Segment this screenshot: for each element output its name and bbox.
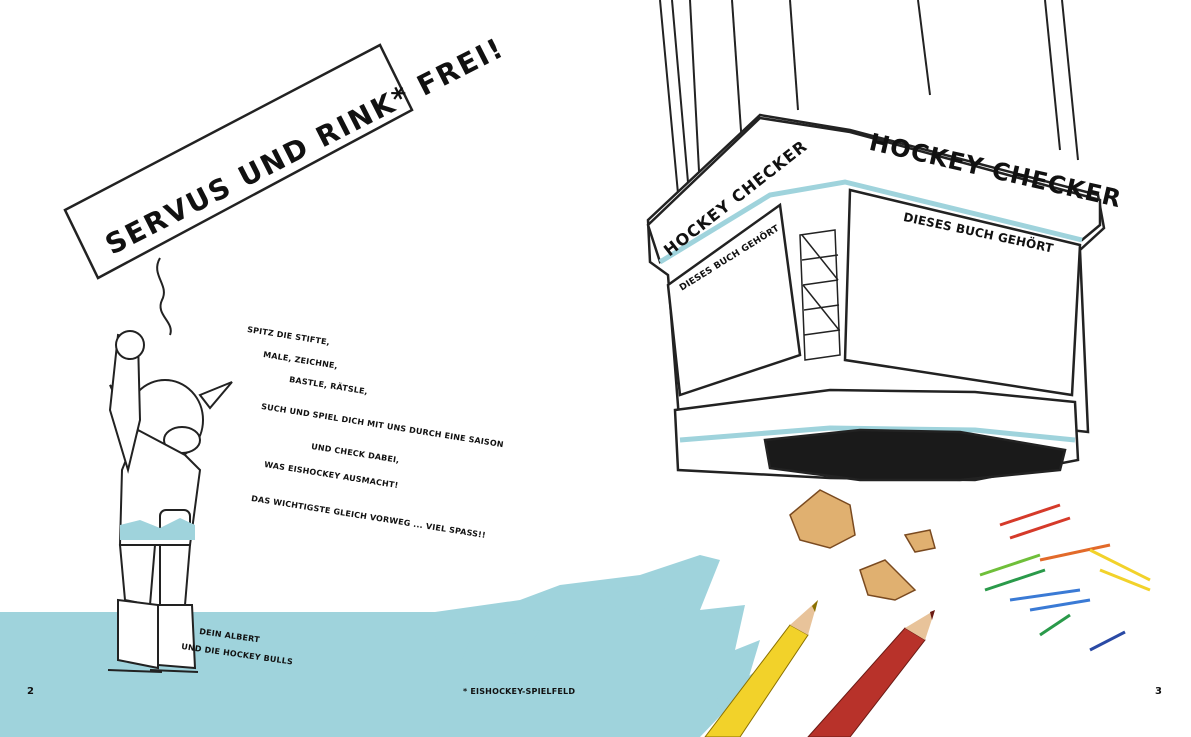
pencil-shavings-icon [789,489,936,601]
jersey-stripe [120,518,195,540]
ice-brush-strokes [435,555,770,737]
footnote: * Eishockey-Spielfeld [463,687,576,696]
scoreboard-cube [646,113,1106,482]
scoreboard-scaffold [799,229,841,361]
page-number-right: 3 [1155,686,1163,697]
scoreboard-cables [659,0,1079,216]
color-scribbles [979,503,1151,652]
bull-mascot-icon [107,330,233,673]
page-number-left: 2 [27,686,35,697]
colored-pencil-icon [704,600,935,737]
speech-banner [63,43,414,336]
ice-floor-left [0,612,445,737]
